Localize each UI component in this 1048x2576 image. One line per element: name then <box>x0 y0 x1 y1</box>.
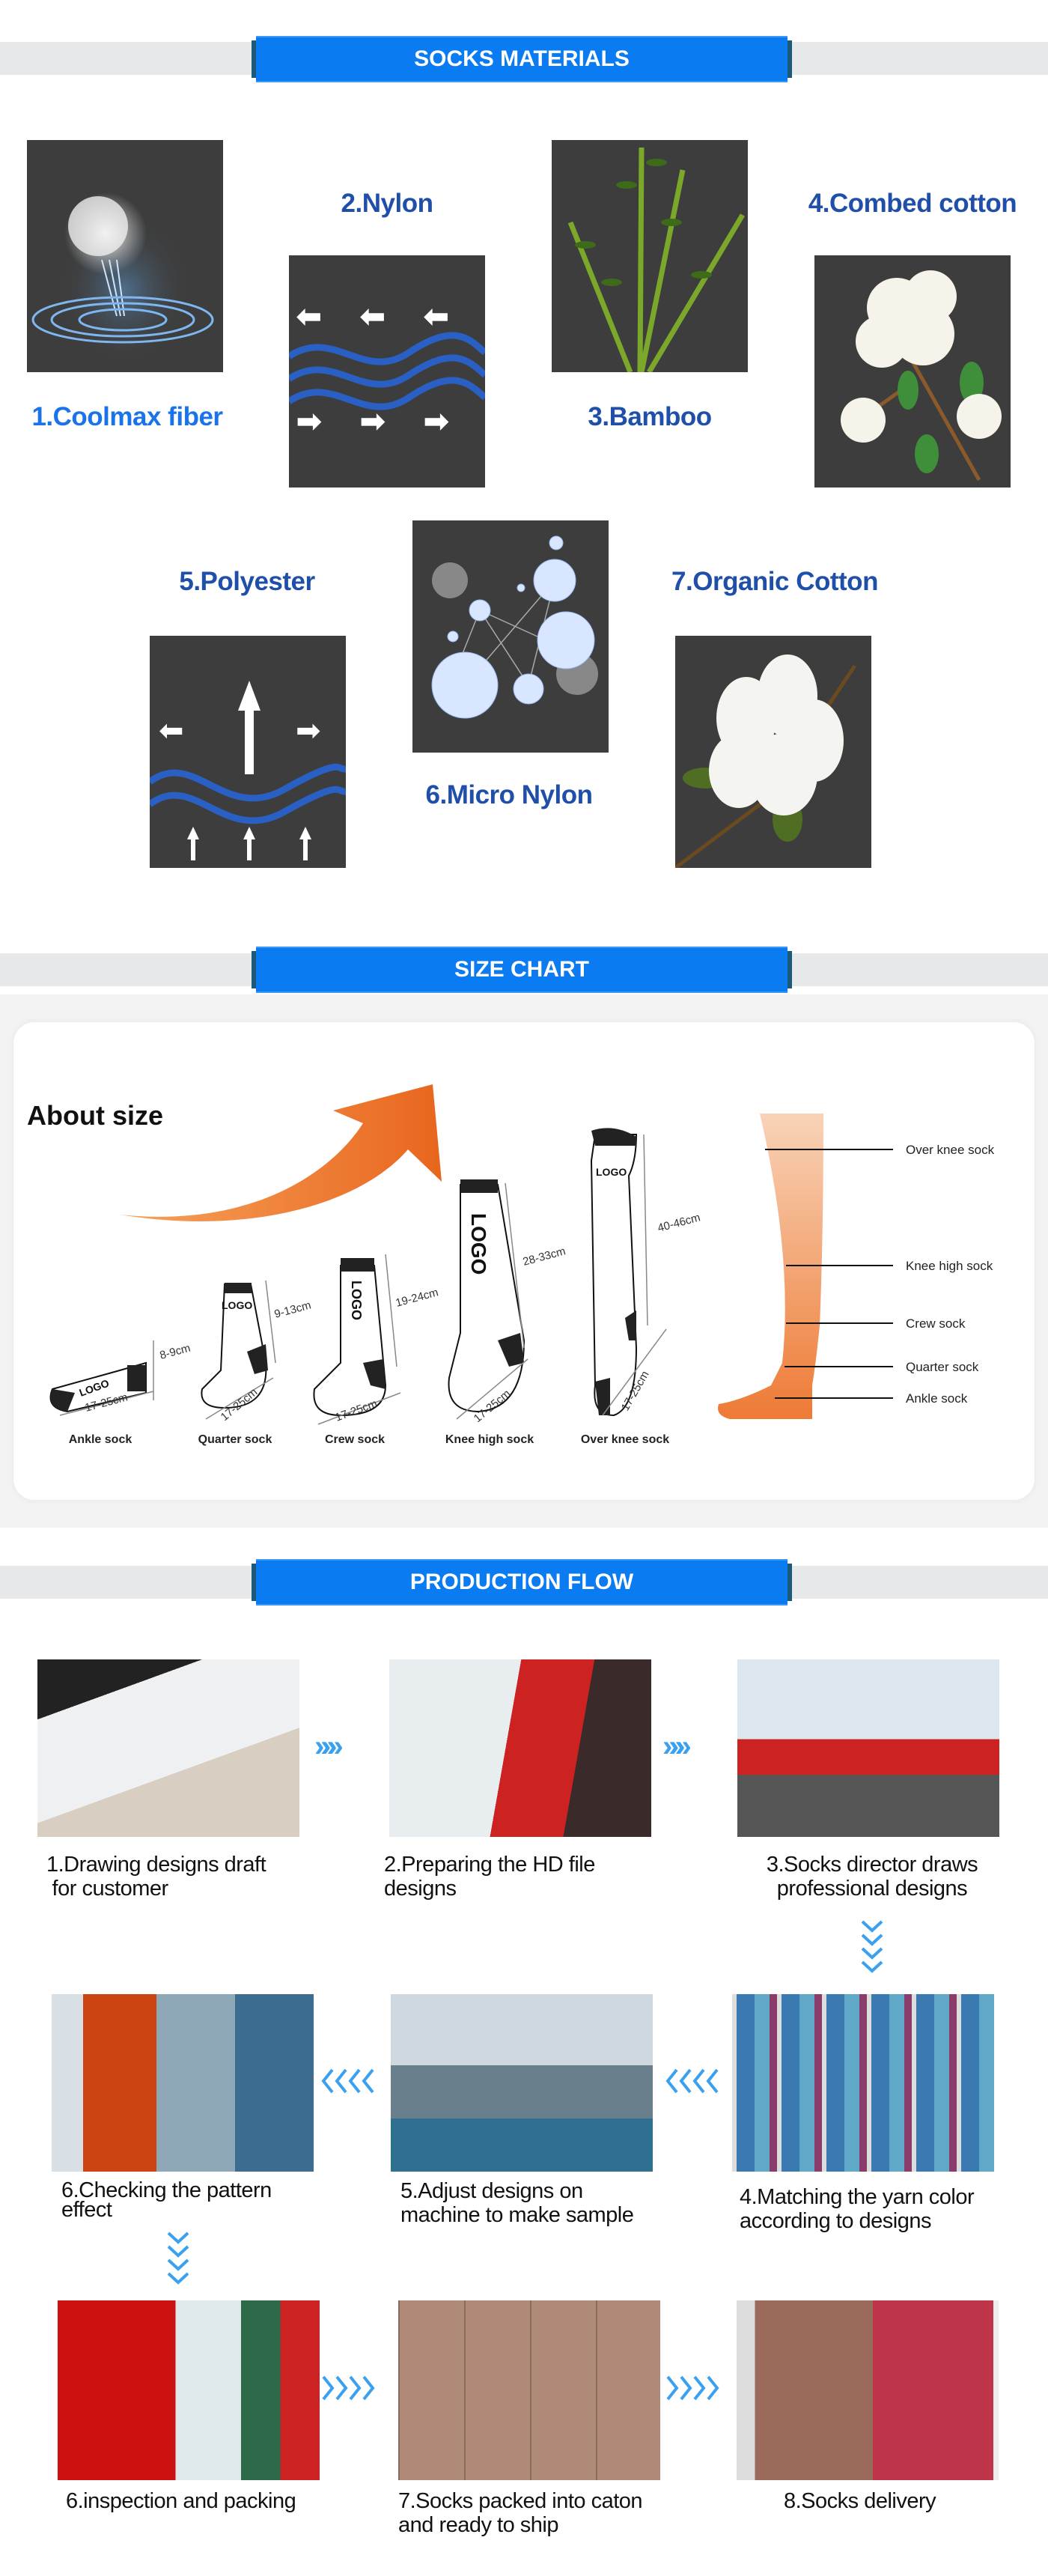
size-annotation: ➡ <box>296 714 321 747</box>
material-label-micro-nylon: 6.Micro Nylon <box>425 780 593 809</box>
size-annotation: ➡ <box>296 405 322 438</box>
flow-arrow-right-icon <box>320 2375 380 2405</box>
flow-step-8: 8.Socks delivery <box>784 2489 936 2513</box>
size-annotation: 8-9cm <box>159 1342 192 1362</box>
growth-arrow-icon <box>120 1084 442 1221</box>
flow-step-1: 1.Drawing designs draft for customer <box>46 1853 266 1901</box>
sock-type-label: Quarter sock <box>198 1433 272 1446</box>
size-annotation: 19-24cm <box>394 1286 440 1310</box>
nylon-arrows-icon: ⬅ ⬅ ⬅ ➡ ➡ ➡ <box>289 255 485 487</box>
material-label-nylon: 2.Nylon <box>341 189 433 218</box>
photo-adjust-machine <box>391 1994 653 2172</box>
size-annotation: 9-13cm <box>273 1298 313 1320</box>
photo-socks-delivery <box>737 2300 999 2480</box>
sock-type-label: Knee high sock <box>445 1433 534 1446</box>
about-size-heading: About size <box>27 1100 163 1131</box>
flow-arrow-left-icon <box>320 2068 380 2097</box>
polyester-arrows-icon: ⬅➡ <box>150 636 346 868</box>
size-annotation: ⬅ <box>296 300 322 333</box>
leg-diagram <box>718 1114 823 1419</box>
size-annotation: 28-33cm <box>522 1245 567 1269</box>
flow-arrow-right-icon: »»» <box>314 1730 344 1763</box>
size-chart-card <box>13 1022 1035 1500</box>
logo-mark: LOGO <box>222 1299 252 1311</box>
cotton-branch-icon <box>814 255 1011 487</box>
leg-label: Quarter sock <box>906 1360 979 1374</box>
material-label-combed-cotton: 4.Combed cotton <box>808 189 1017 218</box>
photo-yarn-matching <box>732 1994 994 2172</box>
size-annotation: 40-46cm <box>656 1211 702 1235</box>
leg-label: Over knee sock <box>906 1143 995 1157</box>
logo-mark: LOGO <box>467 1213 490 1275</box>
sock-type-label: Ankle sock <box>69 1433 132 1446</box>
sock-type-label: Over knee sock <box>581 1433 669 1446</box>
flow-step-6-inspection: 6.inspection and packing <box>66 2489 296 2513</box>
molecule-bubbles-icon <box>412 520 609 753</box>
flow-arrow-down-icon <box>165 2230 191 2289</box>
cotton-boll-icon <box>675 636 871 868</box>
flow-arrow-right-icon: »»» <box>662 1730 692 1763</box>
photo-drawing-designs <box>37 1659 299 1837</box>
material-label-bamboo: 3.Bamboo <box>588 402 712 431</box>
size-annotation: ⬅ <box>424 300 449 333</box>
flow-arrow-down-icon <box>859 1919 885 1978</box>
leg-label: Knee high sock <box>906 1259 993 1273</box>
logo-mark: LOGO <box>596 1166 627 1178</box>
material-label-organic-cotton: 7.Organic Cotton <box>671 567 878 596</box>
sock-type-label: Crew sock <box>325 1433 385 1446</box>
size-annotation: ⬅ <box>159 714 184 747</box>
size-chart-banner: SIZE CHART <box>252 947 792 993</box>
material-label-polyester: 5.Polyester <box>179 567 315 596</box>
photo-inspection-packing <box>58 2300 320 2480</box>
photo-director-designs <box>737 1659 999 1837</box>
size-annotation: ⬅ <box>360 300 386 333</box>
size-annotation: ➡ <box>424 405 449 438</box>
logo-mark: LOGO <box>349 1281 364 1320</box>
material-label-coolmax: 1.Coolmax fiber <box>31 402 223 431</box>
photo-checking-pattern <box>52 1994 314 2172</box>
photo-preparing-hd-file <box>389 1659 651 1837</box>
bamboo-icon <box>552 140 748 372</box>
leg-label: Crew sock <box>906 1316 966 1331</box>
coolmax-fiber-icon <box>27 140 223 372</box>
size-annotation: ➡ <box>360 405 386 438</box>
production-flow-banner: PRODUCTION FLOW <box>252 1559 792 1606</box>
leg-label: Ankle sock <box>906 1391 968 1406</box>
socks-materials-banner: SOCKS MATERIALS <box>252 36 792 82</box>
size-chart-illustration: About size LOGO LOGO LOGO LOGO LOGO 8-9c… <box>27 1084 995 1446</box>
flow-arrow-right-icon <box>665 2375 725 2405</box>
photo-packed-cartons <box>398 2300 660 2480</box>
flow-arrow-left-icon <box>665 2068 725 2097</box>
